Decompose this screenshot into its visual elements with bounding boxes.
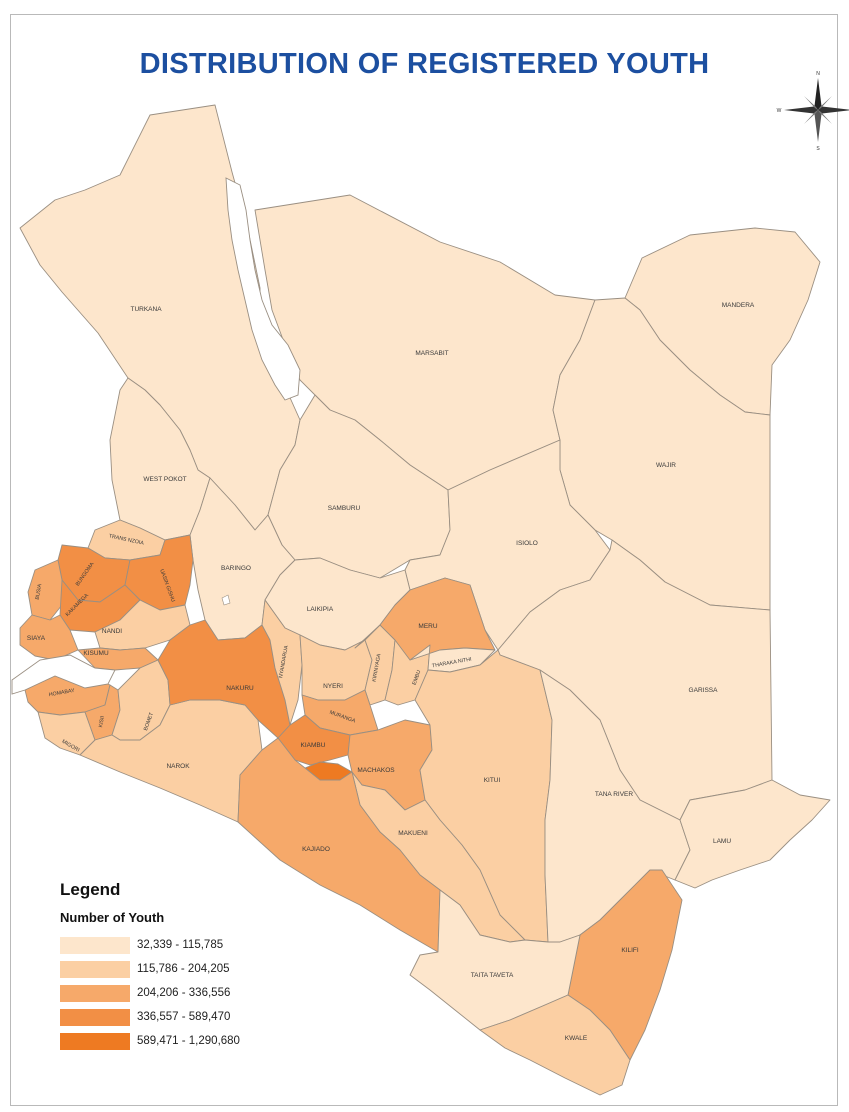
- legend-swatch: [60, 936, 130, 954]
- county-label-laikipia: LAIKIPIA: [307, 606, 334, 613]
- county-label-kisii: KISII: [98, 716, 106, 728]
- county-label-narok: NAROK: [166, 763, 190, 770]
- county-label-tana-river: TANA RIVER: [595, 791, 633, 798]
- county-label-kilifi: KILIFI: [621, 947, 639, 954]
- county-label-isiolo: ISIOLO: [516, 540, 538, 547]
- county-label-turkana: TURKANA: [130, 306, 162, 313]
- north-arrow-icon: N S W E: [777, 71, 849, 152]
- county-label-mandera: MANDERA: [722, 302, 755, 309]
- legend-label: 32,339 - 115,785: [137, 939, 224, 951]
- county-nyandarua[interactable]: [261, 599, 303, 726]
- county-label-wajir: WAJIR: [656, 462, 676, 469]
- county-label-kisumu: KISUMU: [83, 650, 109, 657]
- county-label-homabay: HOMABAY: [48, 688, 75, 699]
- county-label-nakuru: NAKURU: [226, 685, 254, 692]
- map-title: DISTRIBUTION OF REGISTERED YOUTH: [139, 48, 710, 80]
- county-label-embu: EMBU: [412, 669, 423, 686]
- legend-swatch: [60, 1008, 130, 1026]
- legend-label: 589,471 - 1,290,680: [137, 1035, 240, 1047]
- legend-swatch: [60, 1032, 130, 1050]
- county-label-kirinyaga: KIRINYAGA: [372, 653, 383, 683]
- legend-row: 589,471 - 1,290,680: [60, 1029, 320, 1053]
- legend-subtitle: Number of Youth: [60, 910, 165, 925]
- county-label-marsabit: MARSABIT: [415, 350, 448, 357]
- map-legend: Legend Number of Youth 32,339 - 115,785 …: [60, 880, 320, 1053]
- county-label-machakos: MACHAKOS: [357, 767, 395, 774]
- county-label-makueni: MAKUENI: [398, 830, 428, 837]
- county-label-garissa: GARISSA: [689, 687, 719, 694]
- county-busia[interactable]: [27, 559, 63, 621]
- county-label-nyeri: NYERI: [323, 683, 343, 690]
- compass-s: S: [816, 146, 820, 152]
- legend-row: 336,557 - 589,470: [60, 1005, 320, 1029]
- county-kajiado[interactable]: [237, 737, 441, 953]
- legend-label: 336,557 - 589,470: [137, 1011, 231, 1023]
- county-label-taita-taveta: TAITA TAVETA: [471, 972, 514, 979]
- county-label-kiambu: KIAMBU: [301, 742, 326, 749]
- county-label-nyandarua: NYANDARUA: [278, 645, 290, 679]
- county-kwale[interactable]: [479, 994, 631, 1096]
- lake-turkana: [225, 177, 301, 401]
- county-label-meru: MERU: [418, 623, 437, 630]
- legend-label: 115,786 - 204,205: [137, 963, 230, 975]
- county-siaya[interactable]: [19, 614, 79, 661]
- compass-w: W: [777, 108, 782, 114]
- county-label-baringo: BARINGO: [221, 565, 251, 572]
- county-label-kwale: KWALE: [565, 1035, 588, 1042]
- county-label-lamu: LAMU: [713, 838, 731, 845]
- county-lamu[interactable]: [674, 779, 831, 889]
- county-label-west-pokot: WEST POKOT: [143, 476, 186, 483]
- county-label-kitui: KITUI: [484, 777, 501, 784]
- compass-n: N: [816, 71, 820, 77]
- legend-swatch: [60, 960, 130, 978]
- county-label-siaya: SIAYA: [27, 635, 46, 642]
- legend-row: 204,206 - 336,556: [60, 981, 320, 1005]
- legend-label: 204,206 - 336,556: [137, 987, 231, 999]
- county-label-nandi: NANDI: [102, 628, 122, 635]
- legend-row: 115,786 - 204,205: [60, 957, 320, 981]
- legend-title: Legend: [60, 880, 121, 899]
- lake-baringo: [221, 594, 231, 606]
- county-label-kajiado: KAJIADO: [302, 846, 330, 853]
- legend-row: 32,339 - 115,785: [60, 933, 320, 957]
- legend-swatch: [60, 984, 130, 1002]
- lake-victoria: [11, 654, 116, 695]
- county-label-samburu: SAMBURU: [328, 505, 361, 512]
- county-label-busia: BUSIA: [35, 583, 44, 600]
